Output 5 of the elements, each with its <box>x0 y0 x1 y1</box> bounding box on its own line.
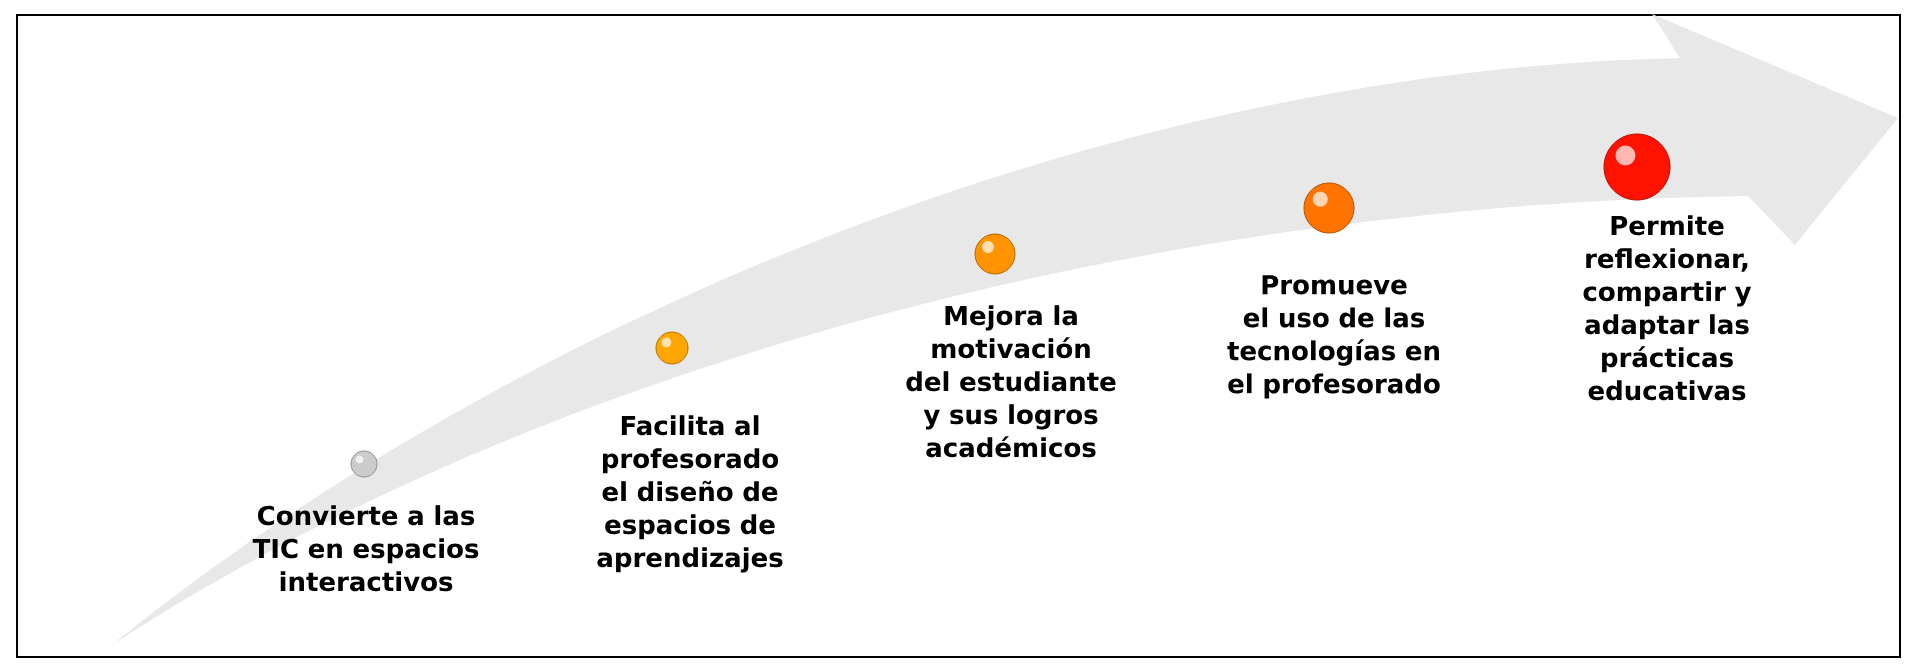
step-label: Permite reflexionar, compartir y adaptar las prácticas educativas <box>1583 215 1752 401</box>
step-label: Promueve el uso de las tecnologías en el profesorado <box>1227 275 1440 399</box>
step-label: Facilita al profesorado el diseño de espacios de aprendizajes <box>597 415 783 573</box>
step-label: Convierte a las TIC en espacios interactivos <box>252 505 479 592</box>
step-label: Mejora la motivación del estudiante y sus logros académicos <box>906 305 1116 458</box>
